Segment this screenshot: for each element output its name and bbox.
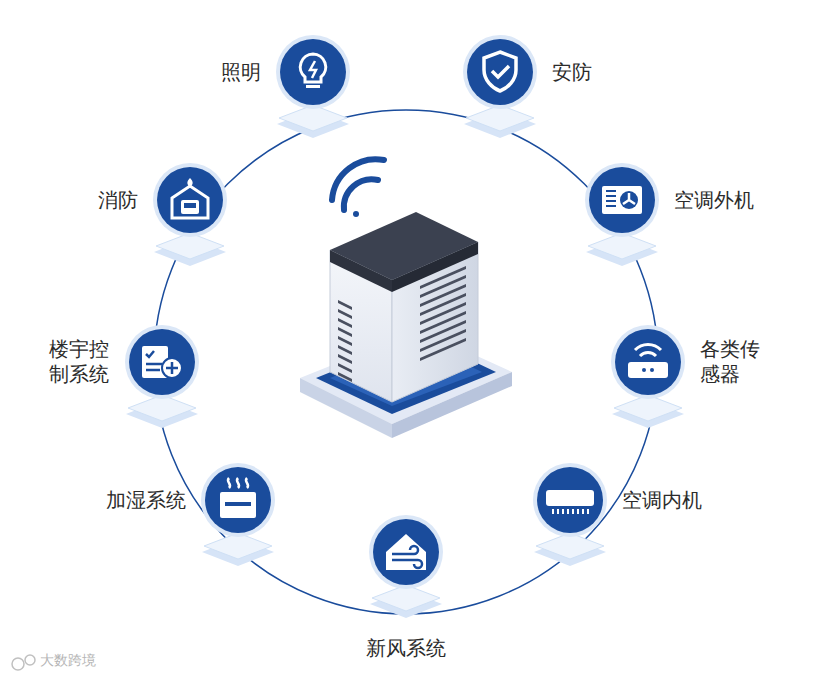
pedestal <box>370 585 442 618</box>
icon-node: 空调内机 <box>532 462 608 538</box>
pedestal <box>154 233 226 266</box>
icon-circle <box>584 162 660 238</box>
watermark-logo <box>12 655 35 670</box>
icon-node: 各类传感器 <box>610 324 686 400</box>
icon-node: 加湿系统 <box>200 462 276 538</box>
wifi-symbol <box>332 159 384 217</box>
watermark: 大数跨境 <box>40 652 96 670</box>
node-label: 楼宇控制系统 <box>49 337 110 387</box>
building <box>300 212 512 438</box>
icon-circle <box>610 324 686 400</box>
pedestal <box>586 233 658 266</box>
icon-circle <box>275 34 351 110</box>
pedestal <box>277 105 349 138</box>
node-label: 新风系统 <box>366 636 446 661</box>
node-label: 加湿系统 <box>106 488 186 513</box>
icon-circle <box>200 462 276 538</box>
node-label: 各类传感器 <box>700 337 761 387</box>
icon-node: 楼宇控制系统 <box>124 324 200 400</box>
pedestal <box>464 105 536 138</box>
node-label: 空调外机 <box>674 188 754 213</box>
ring <box>154 110 658 614</box>
node-label: 安防 <box>552 60 592 85</box>
icon-circle <box>124 324 200 400</box>
pedestal <box>126 395 198 428</box>
icon-node: 照明 <box>275 34 351 110</box>
node-label: 空调内机 <box>622 488 702 513</box>
node-label: 照明 <box>221 60 261 85</box>
node-label: 消防 <box>98 188 138 213</box>
icon-node: 安防 <box>462 34 538 110</box>
icon-node: 新风系统 <box>368 514 444 590</box>
icon-circle <box>532 462 608 538</box>
icon-circle <box>152 162 228 238</box>
icon-circle <box>368 514 444 590</box>
icon-node: 空调外机 <box>584 162 660 238</box>
pedestal <box>612 395 684 428</box>
icon-node: 消防 <box>152 162 228 238</box>
icon-circle <box>462 34 538 110</box>
pedestal <box>202 533 274 566</box>
pedestal <box>534 533 606 566</box>
